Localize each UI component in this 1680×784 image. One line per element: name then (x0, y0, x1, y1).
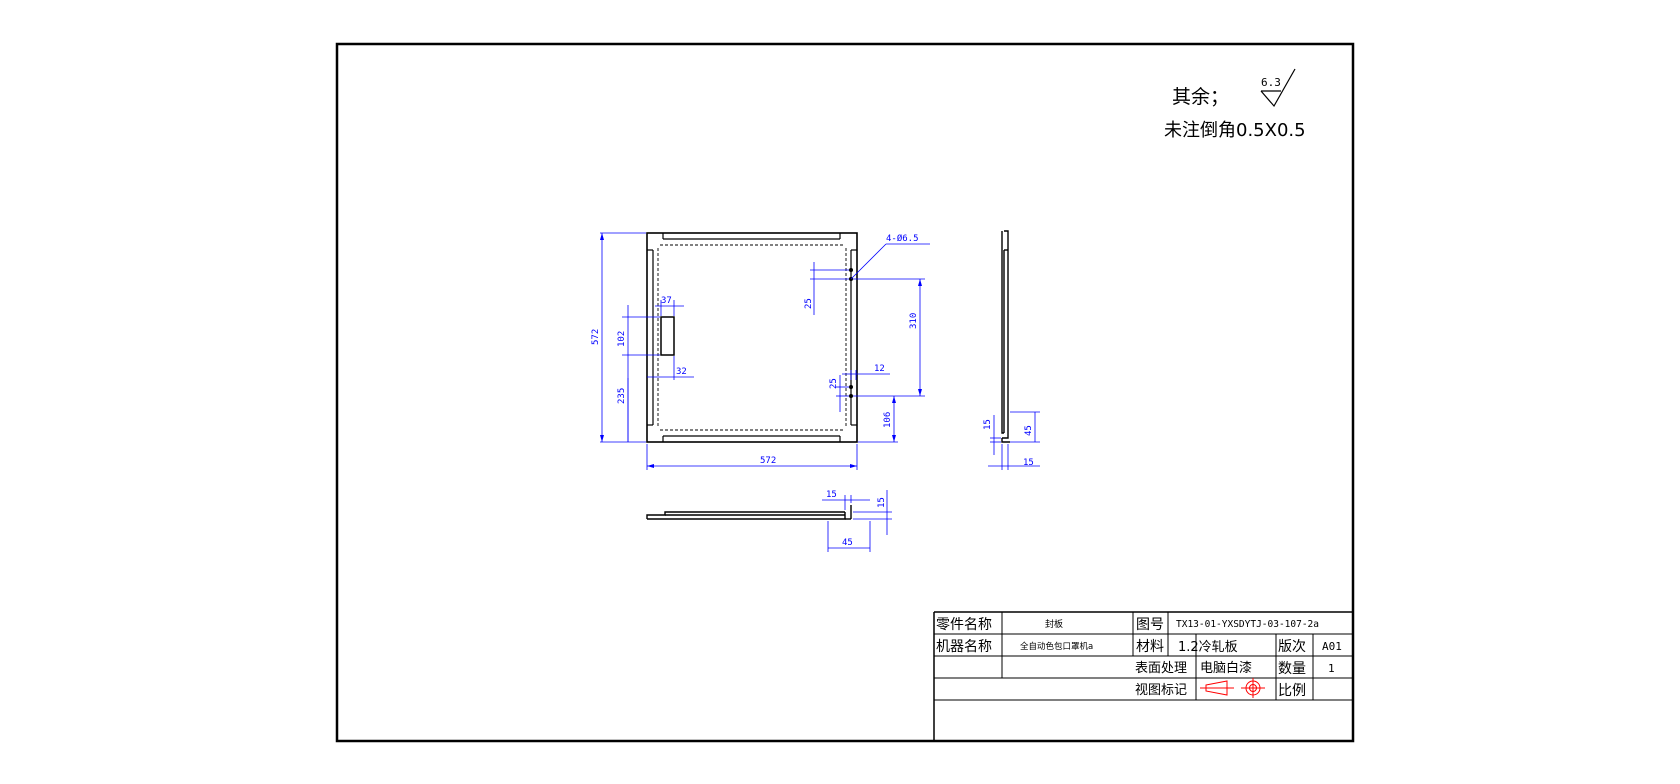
surface-note-label: 其余； (1172, 86, 1229, 108)
dim-hole-bottom: 106 (883, 412, 893, 428)
roughness-symbol (1260, 68, 1296, 108)
side-dimension-texts: 15 45 15 (983, 419, 1034, 468)
tb-surface: 电脑白漆 (1200, 660, 1252, 676)
tb-part-name: 封板 (1045, 618, 1063, 630)
tb-scale-label: 比例 (1278, 683, 1306, 699)
front-dimension-arrows (600, 233, 922, 468)
tb-material: 1.2冷轧板 (1178, 640, 1238, 655)
roughness-value: 6.3 (1261, 76, 1281, 89)
title-block (933, 611, 1352, 740)
dim-bottom-flange: 15 (826, 490, 837, 500)
bottom-dimension-texts: 15 15 45 (826, 490, 887, 548)
tb-view-label: 视图标记 (1135, 683, 1187, 698)
front-dimension-texts: 572 572 102 235 37 32 4-Ø6.5 25 310 12 2… (591, 233, 919, 466)
front-dimensions (600, 232, 930, 470)
dim-hole-spacing-top: 25 (804, 298, 814, 309)
dim-hole-spacing-bottom: 25 (829, 378, 839, 389)
front-outline (646, 232, 858, 443)
chamfer-note: 未注倒角0.5X0.5 (1164, 120, 1306, 141)
drawing-border (335, 42, 1355, 743)
dim-slot-offset: 32 (676, 367, 687, 377)
side-dimensions (988, 411, 1040, 470)
dim-bottom-depth: 45 (842, 538, 853, 548)
dim-hole-edge: 12 (874, 364, 885, 374)
dim-hole-callout: 4-Ø6.5 (886, 233, 919, 244)
dim-side-depth: 45 (1024, 425, 1034, 436)
tb-drawing-no-label: 图号 (1136, 617, 1164, 633)
tb-quantity-label: 数量 (1278, 661, 1306, 677)
projection-symbol (1200, 678, 1265, 698)
bottom-view (646, 505, 852, 520)
dim-slot-height: 102 (617, 331, 627, 347)
dim-slot-bottom: 235 (617, 388, 627, 404)
tb-revision-label: 版次 (1278, 639, 1306, 655)
tb-drawing-no: TX13-01-YXSDYTJ-03-107-2a (1176, 619, 1319, 630)
tb-machine-name: 全自动色包口罩机a (1020, 641, 1093, 652)
bottom-dimensions (822, 490, 892, 552)
dim-front-height: 572 (591, 329, 601, 345)
front-view (646, 232, 858, 443)
tb-machine-name-label: 机器名称 (936, 639, 992, 655)
dim-front-width: 572 (760, 456, 776, 466)
tb-material-label: 材料 (1136, 639, 1164, 655)
dim-hole-span: 310 (909, 313, 919, 329)
tb-surface-label: 表面处理 (1135, 661, 1187, 676)
tb-part-name-label: 零件名称 (936, 617, 992, 633)
tb-revision: A01 (1322, 640, 1342, 653)
dim-slot-width: 37 (661, 296, 672, 306)
dim-side-lip: 15 (1023, 458, 1034, 468)
front-slot (660, 316, 675, 356)
side-view (1001, 230, 1010, 443)
dim-side-flange: 15 (983, 419, 993, 430)
mounting-holes (849, 268, 853, 398)
dim-bottom-lip: 15 (877, 497, 887, 508)
tb-quantity: 1 (1328, 662, 1335, 675)
